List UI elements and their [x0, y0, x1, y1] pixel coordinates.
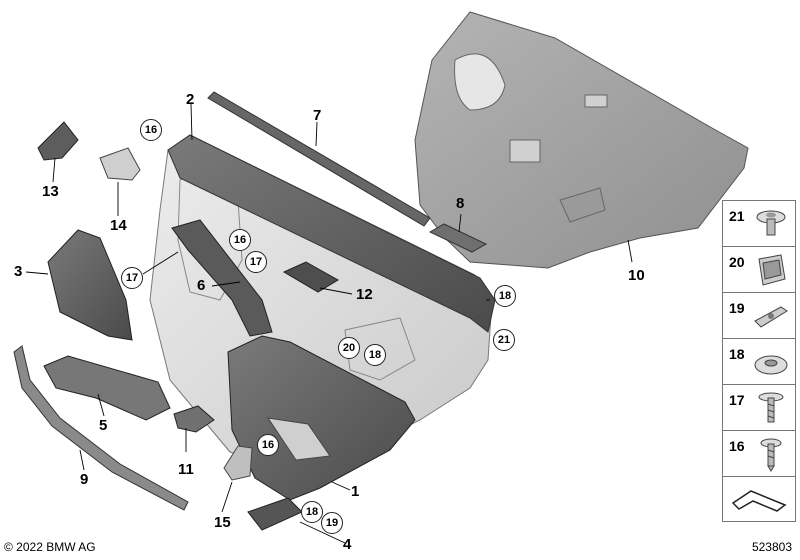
circled-callout-18: 18 — [494, 285, 516, 307]
spring-clip-icon — [754, 306, 788, 328]
clip-part-15 — [223, 445, 253, 481]
circled-callout-16: 16 — [257, 434, 279, 456]
callout-12: 12 — [356, 286, 373, 303]
trim-strip-part-9 — [13, 345, 189, 511]
flange-screw-icon — [758, 392, 784, 423]
trim-strip-part-8 — [428, 223, 488, 253]
callout-7: 7 — [313, 107, 322, 124]
callout-6: 6 — [197, 277, 206, 294]
speed-nut-icon — [754, 355, 788, 375]
switch-part-11 — [173, 405, 215, 433]
callout-11: 11 — [178, 461, 194, 478]
circled-callout-18: 18 — [301, 501, 323, 523]
corner-trim-part-3 — [47, 229, 133, 341]
diagram-id: 523803 — [751, 540, 792, 554]
legend-cell-17: 17 — [722, 384, 796, 430]
callout-10: 10 — [628, 267, 645, 284]
circled-callout-20: 20 — [338, 337, 360, 359]
leader-lines — [25, 103, 633, 544]
fastener-legend: 21 20 19 18 — [722, 200, 796, 522]
callout-5: 5 — [99, 417, 108, 434]
circled-callout-17: 17 — [245, 251, 267, 273]
trim-insert-part-12 — [282, 261, 339, 293]
circled-callout-16: 16 — [140, 119, 162, 141]
hinge-bracket-part-14 — [99, 147, 141, 181]
callout-14: 14 — [110, 217, 127, 234]
legend-cell-kit — [722, 476, 796, 522]
callout-13: 13 — [42, 183, 59, 200]
callout-15: 15 — [214, 514, 231, 531]
callout-2: 2 — [186, 91, 195, 108]
legend-cell-21: 21 — [722, 200, 796, 246]
copyright-text: © 2022 BMW AG — [4, 540, 96, 554]
legend-cell-19: 19 — [722, 292, 796, 338]
armrest-carrier-part-5 — [43, 355, 171, 421]
legend-number: 17 — [729, 392, 745, 408]
callout-4: 4 — [343, 536, 352, 553]
upper-trim-part-2 — [167, 134, 496, 333]
circled-callout-17: 17 — [121, 267, 143, 289]
legend-number: 19 — [729, 300, 745, 316]
callout-9: 9 — [80, 471, 89, 488]
legend-number: 21 — [729, 208, 745, 224]
callout-3: 3 — [14, 263, 23, 280]
speaker-grille-part-4 — [247, 497, 303, 531]
push-rivet-icon — [756, 210, 786, 236]
mirror-cover-part-13 — [37, 121, 79, 161]
bracket-part-6 — [171, 219, 273, 337]
legend-cell-18: 18 — [722, 338, 796, 384]
legend-number: 16 — [729, 438, 745, 454]
legend-cell-16: 16 — [722, 430, 796, 476]
callout-1: 1 — [351, 483, 360, 500]
window-seal-strip-part-7 — [207, 91, 431, 227]
legend-number: 18 — [729, 346, 745, 362]
circled-callout-18: 18 — [364, 344, 386, 366]
circled-callout-19: 19 — [321, 512, 343, 534]
sound-insulation-part-10 — [414, 11, 749, 269]
kit-arrow-icon — [731, 490, 787, 512]
circled-callout-21: 21 — [493, 329, 515, 351]
circled-callout-16: 16 — [229, 229, 251, 251]
legend-number: 20 — [729, 254, 745, 270]
clip-nut-icon — [758, 254, 786, 286]
legend-cell-20: 20 — [722, 246, 796, 292]
callout-8: 8 — [456, 195, 465, 212]
tapping-screw-icon — [760, 438, 782, 472]
